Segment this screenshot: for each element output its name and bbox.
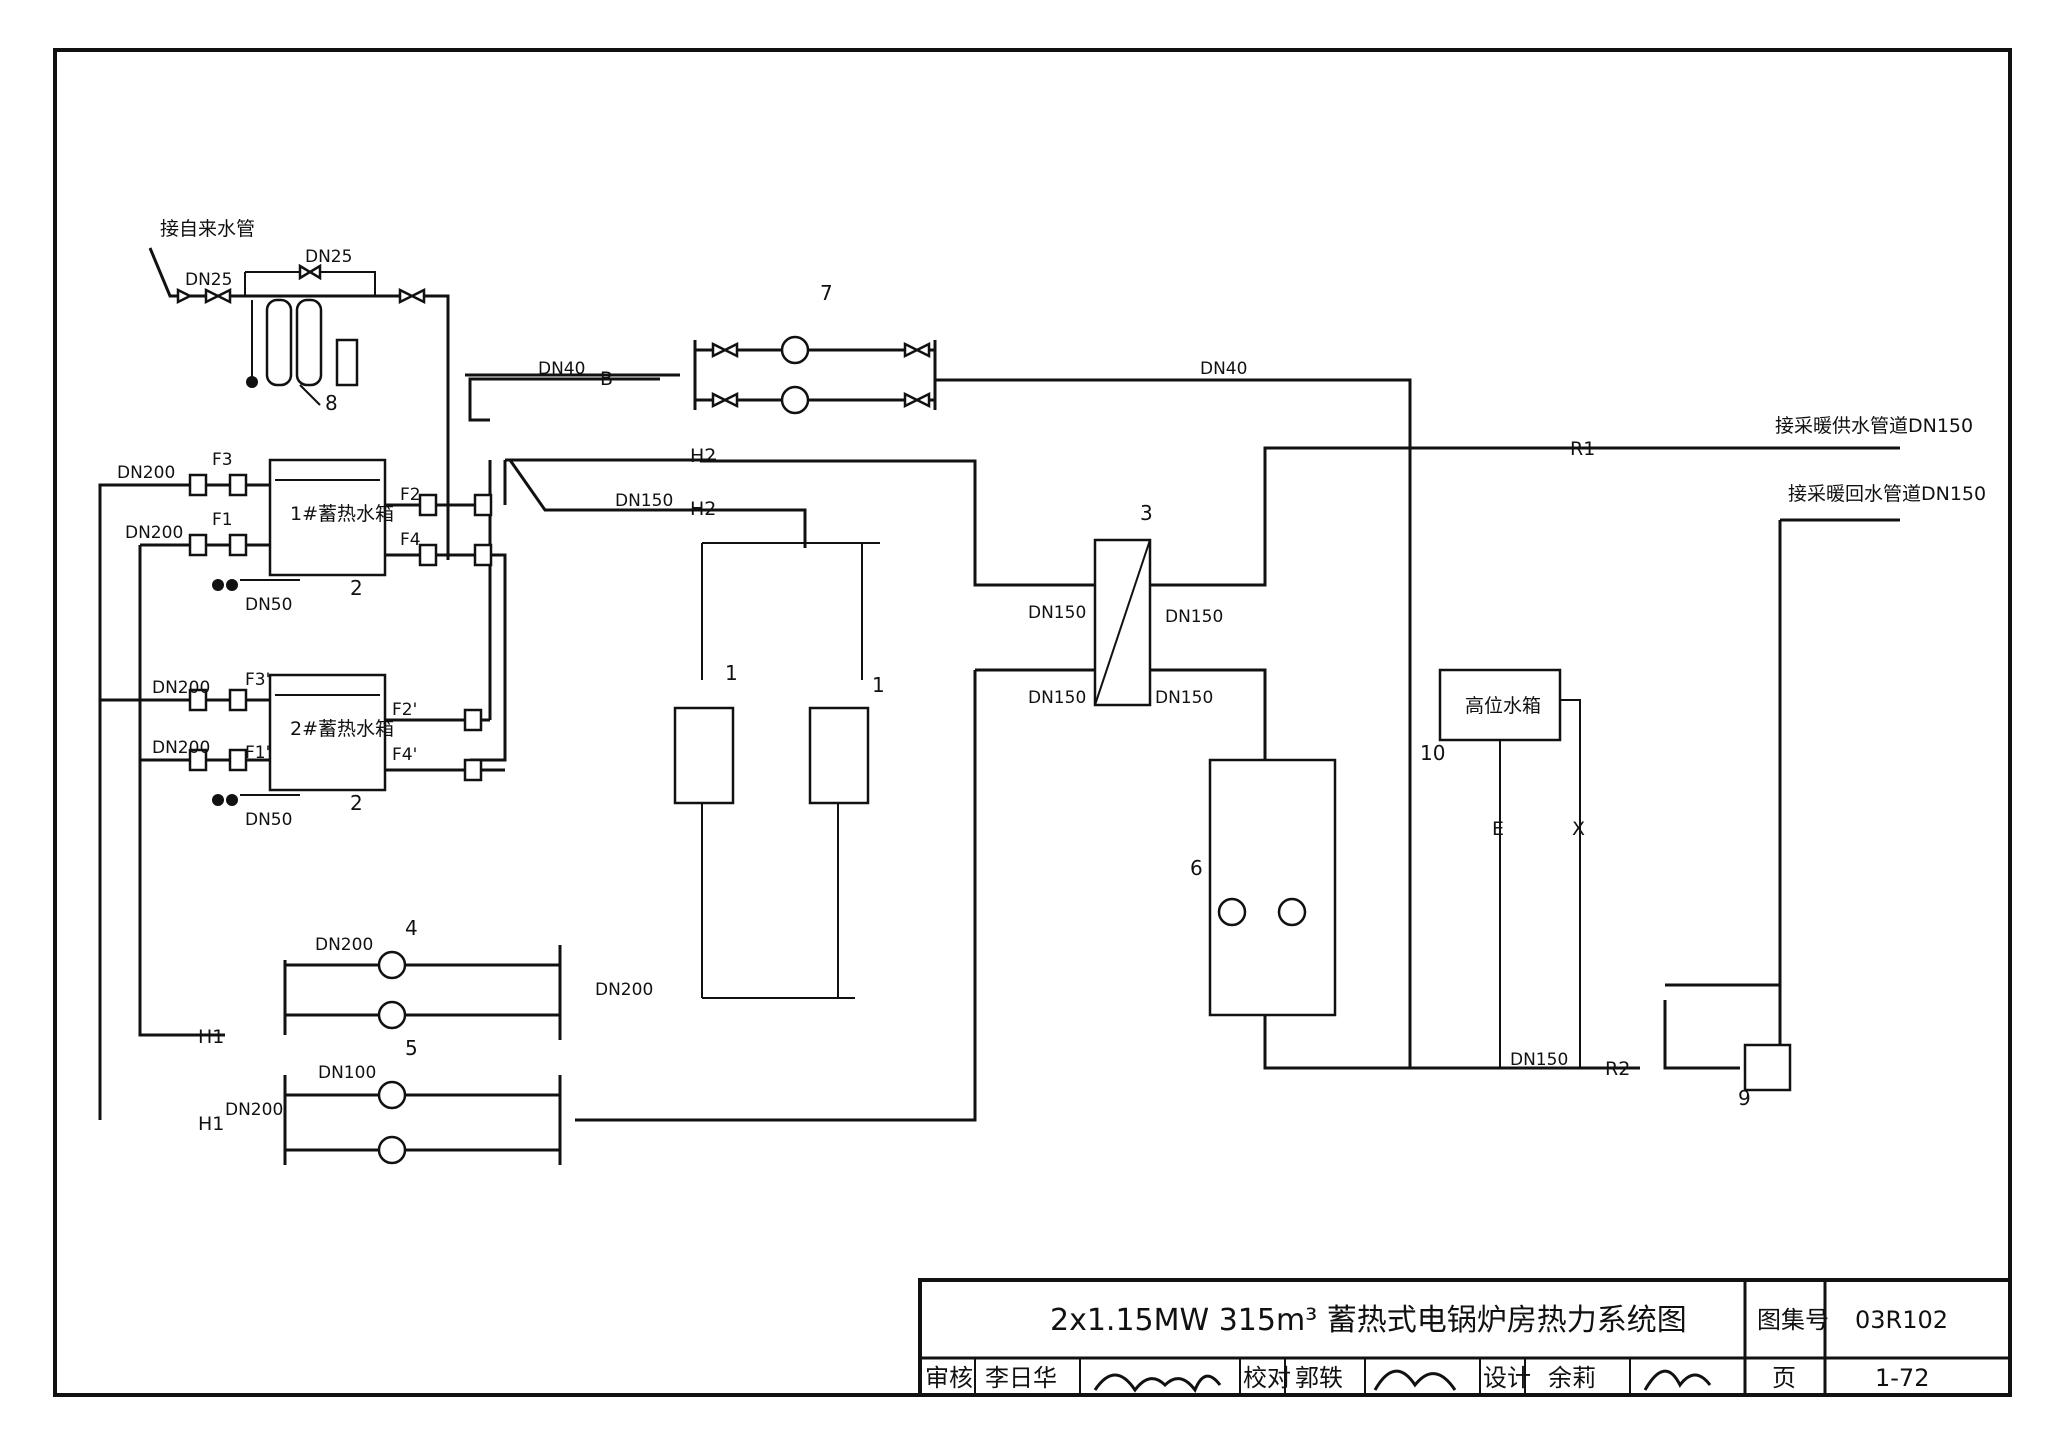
f4-label: F4: [400, 530, 421, 550]
water-treatment-unit: [148, 247, 450, 420]
title-block: [918, 1278, 2012, 1397]
x-label: X: [1572, 818, 1585, 840]
makeup-pump-set: [693, 335, 937, 415]
designer-name: 余莉: [1548, 1364, 1596, 1392]
page-number: 1-72: [1875, 1364, 1929, 1392]
component-number: 1: [725, 661, 738, 685]
dn40-label: DN40: [538, 359, 585, 379]
page-label: 页: [1772, 1364, 1796, 1392]
check-label: 校对: [1243, 1364, 1291, 1392]
dn200-label: DN200: [225, 1100, 283, 1120]
supply-main-label: 接采暖供水管道DN150: [1775, 415, 1973, 437]
drain-icon: [212, 579, 238, 806]
h1-label: H1: [198, 1026, 224, 1048]
checker-signature: [1373, 1369, 1457, 1391]
component-number: 5: [405, 1036, 418, 1060]
component-number: 7: [820, 281, 833, 305]
component-number: 2: [350, 576, 363, 600]
hx-secondary-out: [1150, 446, 1900, 587]
tap-water-label: 接自来水管: [160, 218, 255, 240]
f4p-label: F4': [392, 745, 417, 765]
dn50-label: DN50: [245, 810, 292, 830]
boiler-piping: [701, 542, 880, 999]
gate-valve-icon: [204, 287, 426, 305]
dn150-label: DN150: [615, 491, 673, 511]
f3p-label: F3': [245, 670, 270, 690]
return-main-label: 接采暖回水管道DN150: [1788, 483, 1986, 505]
dn40-pipe-right: [935, 378, 1412, 1068]
f1p-label: F1': [245, 743, 270, 763]
dn150-label: DN150: [1028, 688, 1086, 708]
h2-label: H2: [690, 445, 716, 467]
reviewer-signature: [1093, 1373, 1222, 1394]
component-number: 6: [1190, 856, 1203, 880]
check-valve-icon: [188, 473, 493, 782]
dn40-label: DN40: [1200, 359, 1247, 379]
high-tank-label: 高位水箱: [1465, 695, 1541, 717]
component-number: 2: [350, 791, 363, 815]
component-number: 4: [405, 916, 418, 940]
dn100-label: DN100: [318, 1063, 376, 1083]
high-level-tank: [1438, 668, 1562, 742]
dn200-label: DN200: [125, 523, 183, 543]
pump-group-5: [283, 1075, 562, 1165]
r2-label: R2: [1605, 1058, 1630, 1080]
h1-label: H1: [198, 1113, 224, 1135]
component-number: 3: [1140, 501, 1153, 525]
electric-boiler-1a: [673, 706, 735, 805]
r1-label: R1: [1570, 438, 1595, 460]
h2-label: H2: [690, 498, 716, 520]
f2-label: F2: [400, 485, 421, 505]
overflow-line-x: [1560, 699, 1581, 1068]
circulation-pump-set: [1208, 758, 1337, 1017]
dn50-label: DN50: [245, 595, 292, 615]
dn150-label: DN150: [1510, 1050, 1568, 1070]
electric-boiler-1b: [808, 706, 870, 805]
component-number: 1: [872, 673, 885, 697]
dn150-label: DN150: [1028, 603, 1086, 623]
drawing-title: 2x1.15MW 315m³ 蓄热式电锅炉房热力系统图: [1050, 1303, 1687, 1338]
review-label: 审核: [925, 1364, 973, 1392]
dn200-label: DN200: [152, 678, 210, 698]
f1-label: F1: [212, 510, 233, 530]
f3-label: F3: [212, 450, 233, 470]
inlet-arrow-icon: [176, 287, 193, 305]
reviewer-name: 李日华: [985, 1364, 1057, 1392]
atlas-label: 图集号: [1757, 1306, 1829, 1334]
dn25-label: DN25: [185, 270, 232, 290]
design-label: 设计: [1483, 1364, 1531, 1392]
dn25-label: DN25: [305, 247, 352, 267]
b-label: B: [600, 368, 613, 390]
dn150-label: DN150: [1155, 688, 1213, 708]
tank2-label: 2#蓄热水箱: [290, 718, 394, 740]
designer-signature: [1643, 1369, 1712, 1391]
f2p-label: F2': [392, 700, 417, 720]
tank-piping: [98, 377, 1010, 1122]
dn200-label: DN200: [152, 738, 210, 758]
atlas-number: 03R102: [1855, 1306, 1948, 1334]
component-number: 9: [1738, 1086, 1751, 1110]
checker-name: 郭轶: [1295, 1364, 1343, 1392]
dn200-label: DN200: [595, 980, 653, 1000]
dirt-separator: [1743, 1043, 1792, 1092]
component-number: 8: [325, 391, 338, 415]
dn150-label: DN150: [1165, 607, 1223, 627]
dn200-label: DN200: [117, 463, 175, 483]
tank1-label: 1#蓄热水箱: [290, 503, 394, 525]
dn200-label: DN200: [315, 935, 373, 955]
return-bypass: [1663, 1000, 1740, 1070]
pump-group-4: [283, 945, 562, 1040]
component-number: 10: [1420, 741, 1445, 765]
e-label: E: [1492, 818, 1504, 840]
